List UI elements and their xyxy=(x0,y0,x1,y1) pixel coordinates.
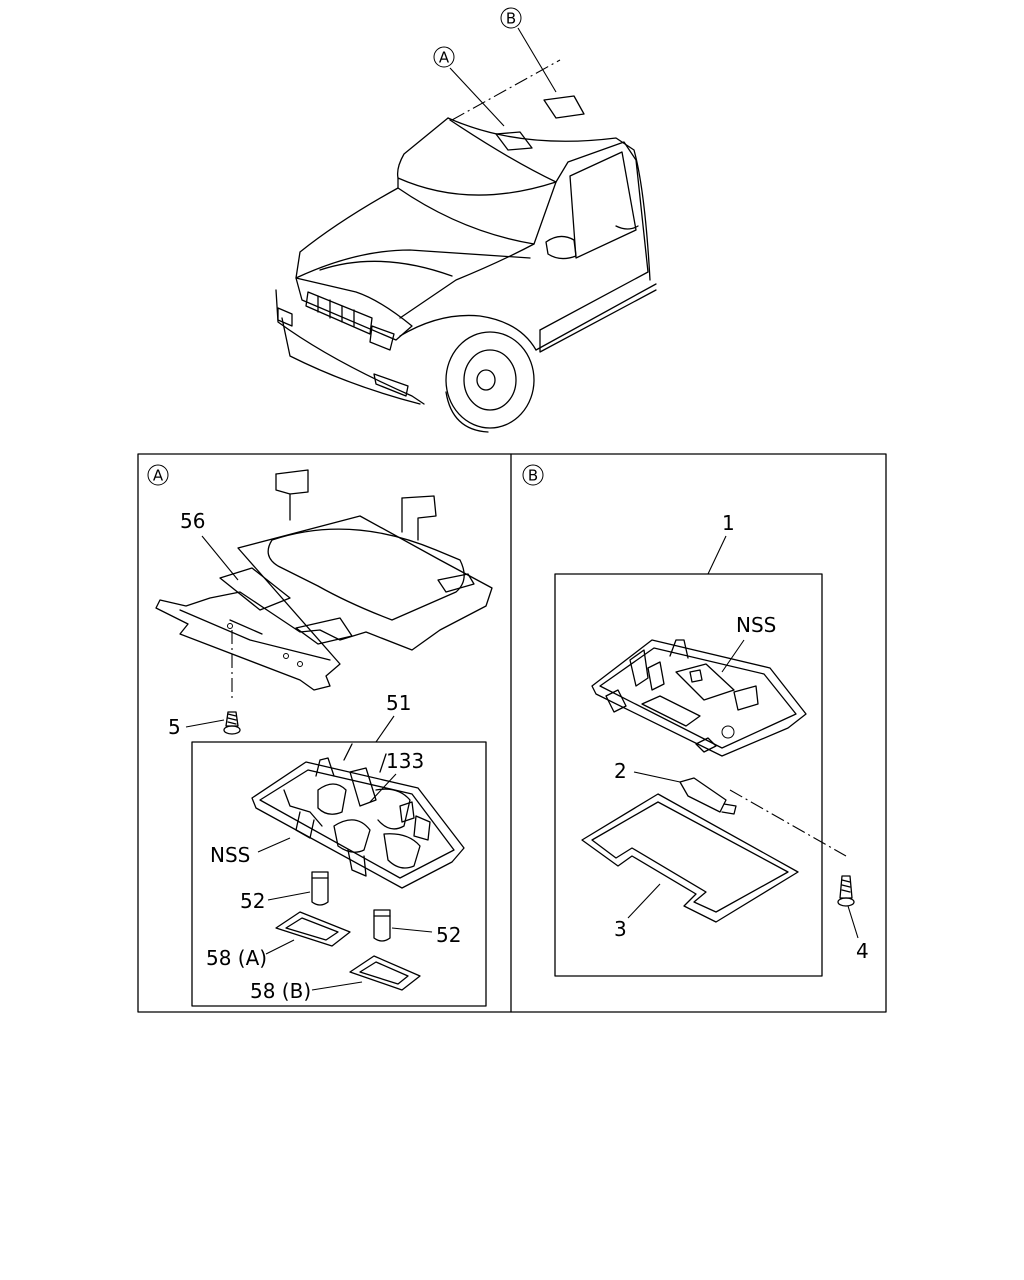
label-1: 1 xyxy=(722,511,735,535)
leader-nss-a xyxy=(257,837,291,853)
screw-4-drawing xyxy=(837,875,855,907)
panels-frame xyxy=(137,453,887,1013)
leader-52-right xyxy=(391,927,433,933)
callout-view-a: A xyxy=(433,46,455,68)
roof-light-b-location xyxy=(543,95,585,119)
svg-text:B: B xyxy=(506,10,516,28)
panel-a-marker: A xyxy=(147,464,169,486)
dome-lamp-b-drawing xyxy=(591,639,807,757)
svg-text:A: A xyxy=(439,49,450,67)
panel-b-marker: B xyxy=(522,464,544,486)
leader-58b xyxy=(311,981,363,991)
label-nss-a: NSS xyxy=(210,843,250,867)
assembly-1-box xyxy=(554,573,823,977)
leader-nss-b xyxy=(721,639,745,673)
lens-3-drawing xyxy=(581,793,799,923)
leader-56 xyxy=(201,535,239,581)
leader-58a xyxy=(265,939,295,955)
label-nss-b: NSS xyxy=(736,613,776,637)
label-56: 56 xyxy=(180,509,205,533)
leader-5 xyxy=(185,719,225,728)
bulb-2-drawing xyxy=(679,777,737,815)
vehicle-illustration xyxy=(275,27,657,433)
label-3: 3 xyxy=(614,917,627,941)
leader-51 xyxy=(375,715,395,743)
label-52-right: 52 xyxy=(436,923,461,947)
bulb-52-left-drawing xyxy=(311,871,329,906)
label-5: 5 xyxy=(168,715,181,739)
svg-text:B: B xyxy=(528,467,538,485)
label-51: 51 xyxy=(386,691,411,715)
leader-52-left xyxy=(267,891,311,901)
callout-view-b: B xyxy=(500,7,522,29)
roof-light-a-location xyxy=(495,131,533,151)
label-2: 2 xyxy=(614,759,627,783)
label-52-left: 52 xyxy=(240,889,265,913)
label-58b: 58 (B) xyxy=(250,979,311,1003)
lens-58b-drawing xyxy=(349,955,421,991)
label-58a: 58 (A) xyxy=(206,946,267,970)
lens-58a-drawing xyxy=(275,911,351,947)
dome-lamp-a-drawing xyxy=(251,743,465,889)
label-4: 4 xyxy=(856,939,869,963)
leader-1 xyxy=(707,535,727,575)
leader-133 xyxy=(369,773,397,803)
svg-text:A: A xyxy=(153,467,164,485)
leader-2 xyxy=(633,771,681,783)
label-133: 133 xyxy=(386,749,424,773)
screw-5-drawing xyxy=(223,711,241,735)
screw-4-dash xyxy=(729,789,847,857)
panel-a: A 56 5 xyxy=(147,464,493,1007)
panel-b: B 1 NSS 2 xyxy=(522,464,869,977)
bracket-56-drawing xyxy=(155,469,493,700)
leader-4 xyxy=(847,905,859,939)
leader-3 xyxy=(627,883,661,919)
assembly-51-box xyxy=(191,741,487,1007)
bulb-52-right-drawing xyxy=(373,909,391,942)
